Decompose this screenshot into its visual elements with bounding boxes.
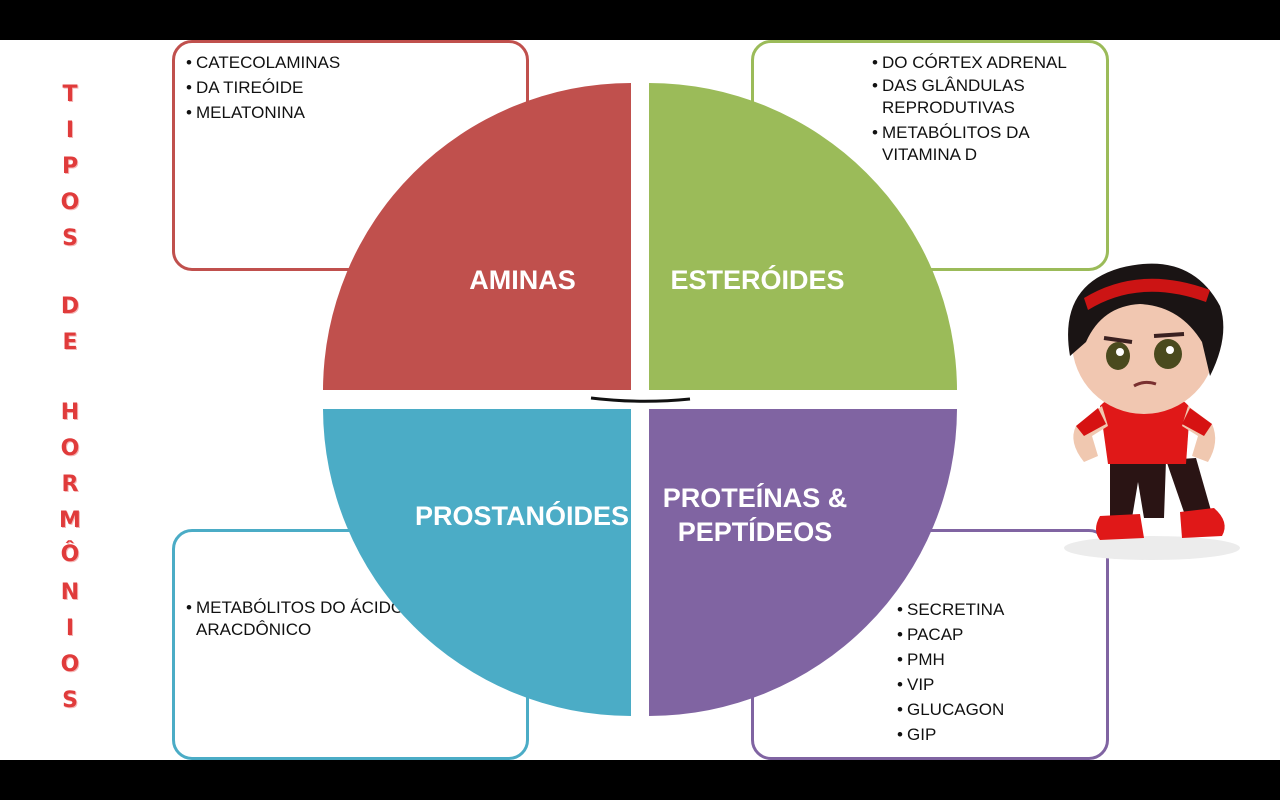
- prostanoides-list: METABÓLITOS DO ÁCIDO ARACDÔNICO: [186, 597, 426, 644]
- hormone-types-circle: [323, 83, 957, 716]
- prostanoides-label: PROSTANÓIDES: [414, 501, 630, 531]
- slide: T I P O S D E H O R M Ô N I O S CATECOLA…: [0, 40, 1280, 760]
- list-item: PMH: [897, 647, 1097, 672]
- cartoon-boy-icon: [1064, 263, 1240, 560]
- list-item: DAS GLÂNDULAS REPRODUTIVAS: [872, 75, 1092, 119]
- title-letter: O: [60, 436, 80, 461]
- center-stroke: [590, 396, 691, 403]
- list-item: CATECOLAMINAS: [186, 50, 516, 75]
- list-item: PACAP: [897, 622, 1097, 647]
- list-item: METABÓLITOS DO ÁCIDO ARACDÔNICO: [186, 597, 426, 641]
- title-letter: I: [65, 616, 75, 641]
- title-letter: I: [65, 118, 75, 143]
- title-letter: Ô: [60, 542, 80, 567]
- aminas-list: CATECOLAMINAS DA TIREÓIDE MELATONINA: [186, 50, 516, 125]
- proteinas-label-line2: PEPTÍDEOS: [677, 517, 833, 547]
- list-item: GLUCAGON: [897, 697, 1097, 722]
- proteinas-label-line1: PROTEÍNAS &: [662, 483, 848, 513]
- list-item: VIP: [897, 672, 1097, 697]
- list-item: SECRETINA: [897, 597, 1097, 622]
- title-letter: S: [62, 226, 78, 251]
- list-item: MELATONINA: [186, 100, 516, 125]
- vertical-title: T I P O S D E H O R M Ô N I O S: [56, 84, 84, 760]
- esteroides-list: DO CÓRTEX ADRENAL DAS GLÂNDULAS REPRODUT…: [872, 50, 1092, 169]
- esteroides-label: ESTERÓIDES: [670, 265, 845, 295]
- list-item: DA TIREÓIDE: [186, 75, 516, 100]
- title-letter: S: [62, 688, 78, 713]
- title-letter: N: [60, 580, 80, 605]
- aminas-segment: [323, 83, 631, 390]
- list-item: METABÓLITOS DA VITAMINA D: [872, 122, 1092, 166]
- aminas-label: AMINAS: [469, 265, 576, 295]
- title-letter: M: [59, 508, 81, 533]
- list-item: DO CÓRTEX ADRENAL: [872, 50, 1092, 75]
- title-letter: O: [60, 190, 80, 215]
- title-letter: E: [62, 330, 78, 355]
- title-letter: P: [61, 154, 79, 179]
- title-letter: D: [60, 294, 80, 319]
- proteinas-label: PROTEÍNAS & PEPTÍDEOS: [650, 481, 860, 549]
- prostanoides-segment: [323, 409, 631, 716]
- proteinas-segment: [649, 409, 957, 716]
- esteroides-segment: [649, 83, 957, 390]
- title-letter: T: [62, 82, 78, 107]
- proteinas-list: SECRETINA PACAP PMH VIP GLUCAGON GIP: [897, 597, 1097, 747]
- title-letter: H: [60, 400, 80, 425]
- title-letter: R: [61, 472, 79, 497]
- title-letter: O: [60, 652, 80, 677]
- list-item: GIP: [897, 722, 1097, 747]
